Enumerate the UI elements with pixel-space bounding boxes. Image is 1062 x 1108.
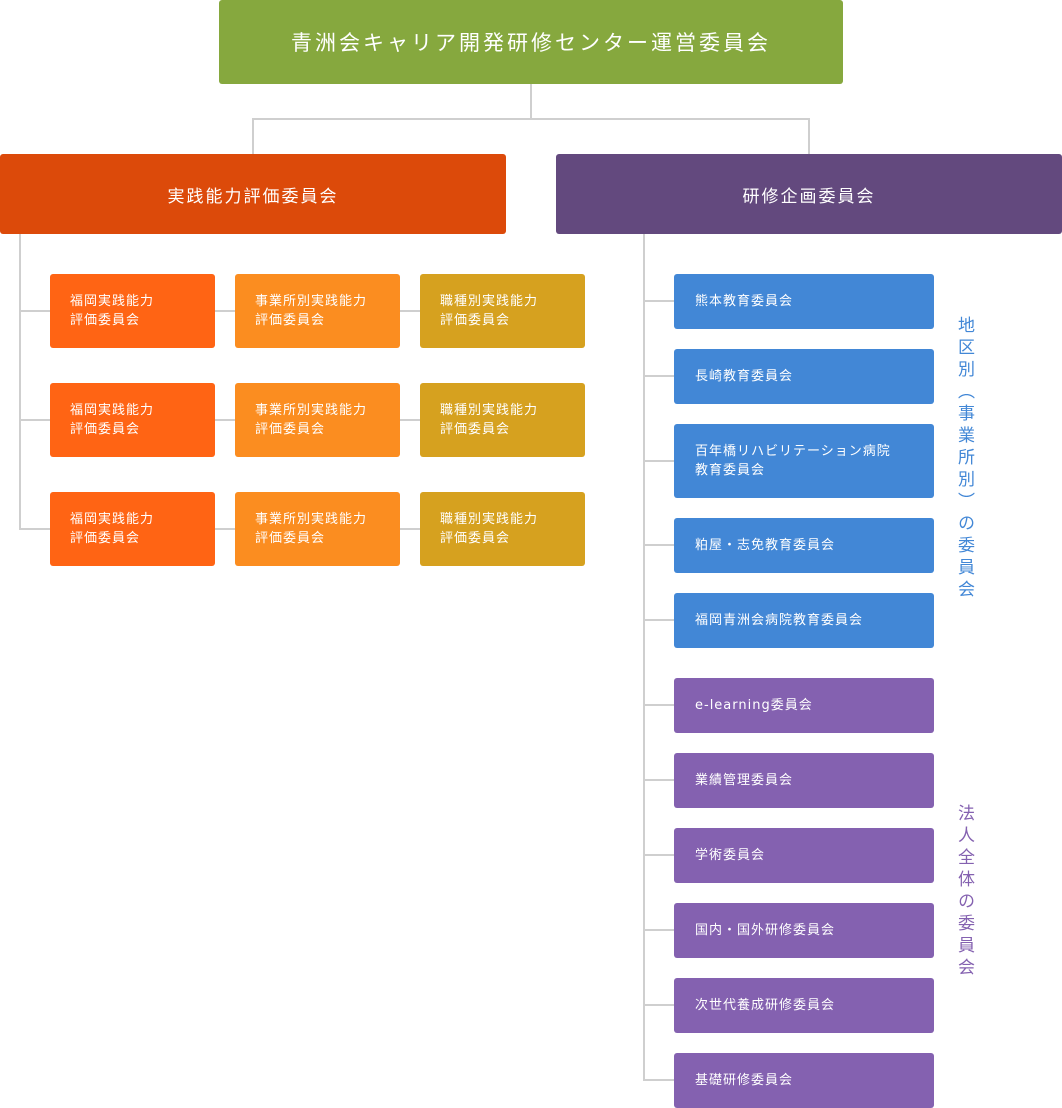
practical-evaluation-committee-node: 実践能力評価委員会 (0, 154, 506, 234)
connector-line (643, 300, 674, 302)
office-evaluation-node: 事業所別実践能力 評価委員会 (235, 274, 400, 348)
connector-line (252, 118, 810, 120)
connector-line (643, 929, 674, 931)
connector-line (400, 310, 420, 312)
regional-committee-node: 福岡青洲会病院教育委員会 (674, 593, 934, 648)
corporate-committee-node: 国内・国外研修委員会 (674, 903, 934, 958)
connector-line (643, 619, 674, 621)
fukuoka-evaluation-node: 福岡実践能力 評価委員会 (50, 383, 215, 457)
corporate-committee-node: 業績管理委員会 (674, 753, 934, 808)
fukuoka-evaluation-node: 福岡実践能力 評価委員会 (50, 274, 215, 348)
connector-line (808, 118, 810, 154)
connector-line (643, 1004, 674, 1006)
connector-line (400, 528, 420, 530)
regional-committee-node: 百年橋リハビリテーション病院 教育委員会 (674, 424, 934, 498)
occupation-evaluation-node: 職種別実践能力 評価委員会 (420, 492, 585, 566)
corporate-committee-node: e-learning委員会 (674, 678, 934, 733)
corporate-committee-node: 基礎研修委員会 (674, 1053, 934, 1108)
connector-line (643, 854, 674, 856)
connector-line (643, 1079, 674, 1081)
office-evaluation-node: 事業所別実践能力 評価委員会 (235, 383, 400, 457)
connector-line (215, 310, 235, 312)
connector-line (643, 375, 674, 377)
regional-committee-node: 長崎教育委員会 (674, 349, 934, 404)
connector-line (643, 779, 674, 781)
connector-line (19, 528, 50, 530)
connector-line (19, 419, 50, 421)
corporate-committee-node: 学術委員会 (674, 828, 934, 883)
fukuoka-evaluation-node: 福岡実践能力 評価委員会 (50, 492, 215, 566)
connector-line (19, 234, 21, 529)
connector-line (19, 310, 50, 312)
connector-line (643, 704, 674, 706)
connector-line (400, 419, 420, 421)
connector-line (643, 234, 645, 1081)
regional-committee-node: 粕屋・志免教育委員会 (674, 518, 934, 573)
connector-line (215, 419, 235, 421)
connector-line (643, 460, 674, 462)
corporate-committee-node: 次世代養成研修委員会 (674, 978, 934, 1033)
connector-line (215, 528, 235, 530)
office-evaluation-node: 事業所別実践能力 評価委員会 (235, 492, 400, 566)
connector-line (643, 544, 674, 546)
connector-line (252, 118, 254, 154)
top-committee-node: 青洲会キャリア開発研修センター運営委員会 (219, 0, 843, 84)
occupation-evaluation-node: 職種別実践能力 評価委員会 (420, 274, 585, 348)
regional-committee-node: 熊本教育委員会 (674, 274, 934, 329)
occupation-evaluation-node: 職種別実践能力 評価委員会 (420, 383, 585, 457)
connector-line (530, 84, 532, 119)
corporate-group-label: 法人全体の委員会 (954, 804, 974, 980)
regional-group-label: 地区別（事業所別）の委員会 (954, 316, 974, 602)
training-planning-committee-node: 研修企画委員会 (556, 154, 1062, 234)
